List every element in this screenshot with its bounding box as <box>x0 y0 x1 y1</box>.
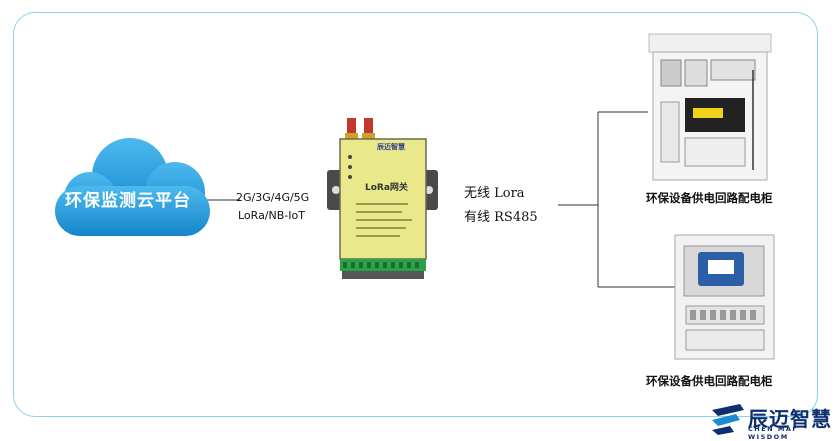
lora-gateway-device <box>327 118 438 279</box>
network-label-2: LoRa/NB-IoT <box>238 209 305 222</box>
cabinet-2-label: 环保设备供电回路配电柜 <box>646 374 773 388</box>
antenna-left <box>347 118 356 136</box>
company-logo-sub: CHEN MAI WISDOM <box>748 425 797 441</box>
base-rail <box>342 271 424 279</box>
antenna-right <box>364 118 373 136</box>
wireless-label-1: 无线 Lora <box>464 186 525 201</box>
distribution-cabinet-1 <box>648 33 772 181</box>
network-label-1: 2G/3G/4G/5G <box>236 191 310 204</box>
company-logo-name: 辰迈智慧 <box>748 407 832 431</box>
gateway-body <box>339 138 427 260</box>
distribution-cabinet-2 <box>674 234 775 360</box>
cloud-label: 环保监测云平台 <box>65 191 191 211</box>
cabinet-roof <box>648 33 772 53</box>
gateway-brand: 辰迈智慧 <box>377 143 405 151</box>
gateway-model: LoRa网关 <box>365 183 408 193</box>
cloud-icon <box>55 138 210 236</box>
wireless-label-2: 有线 RS485 <box>464 210 538 225</box>
company-logo-icon <box>712 404 744 435</box>
cabinet-1-label: 环保设备供电回路配电柜 <box>646 191 773 205</box>
diagram-frame <box>13 12 818 417</box>
